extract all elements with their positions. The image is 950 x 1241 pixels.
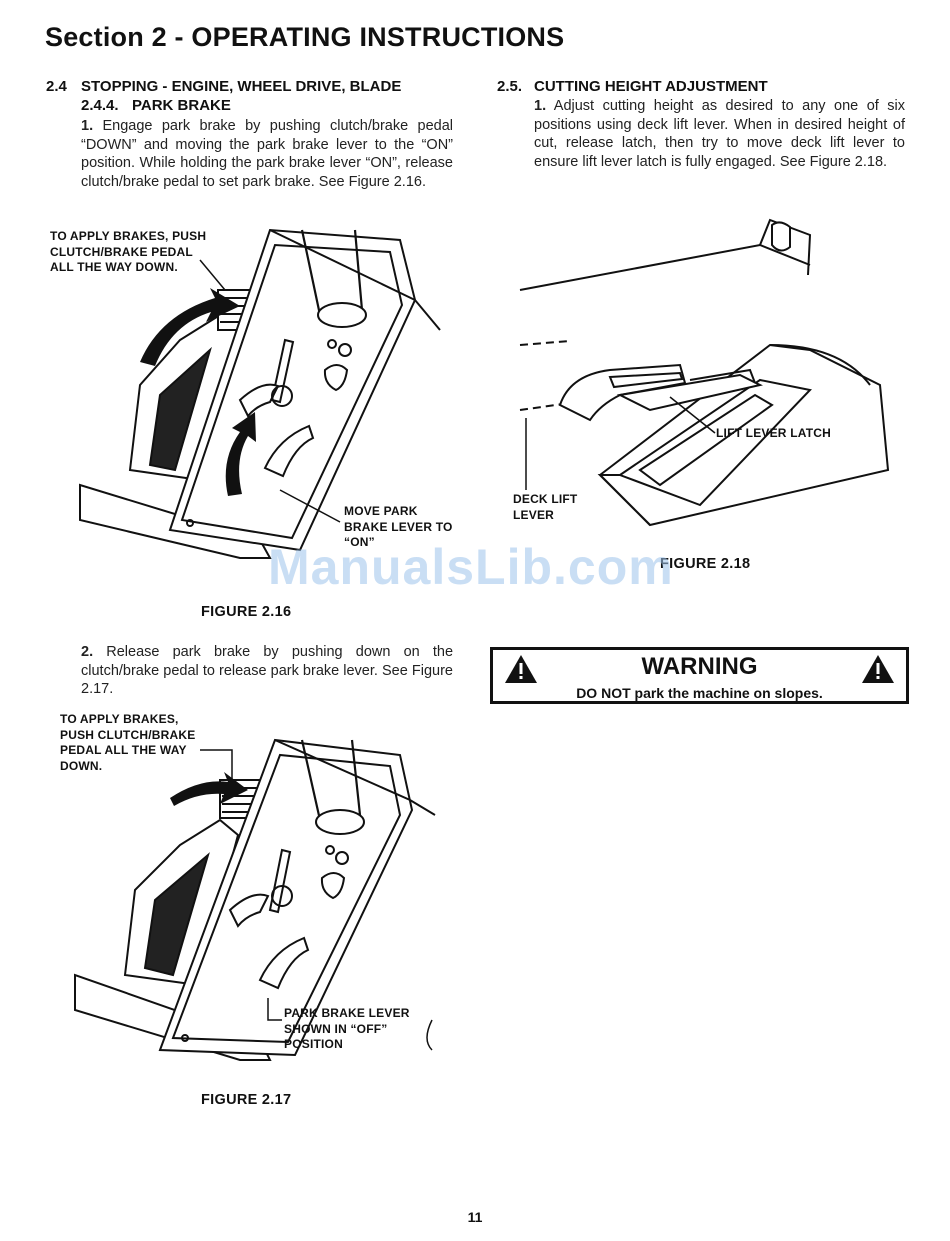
- cutting-height-step-1: 1. Adjust cutting height as desired to a…: [534, 97, 905, 171]
- step-text: Release park brake by pushing down on th…: [81, 644, 454, 697]
- callout-line: POSITION: [284, 1037, 343, 1051]
- pedal-tread: [143, 852, 210, 977]
- callout-line: PEDAL ALL THE WAY: [60, 743, 187, 757]
- callout-line: PARK BRAKE LEVER: [284, 1006, 410, 1020]
- callout-line: SHOWN IN “OFF”: [284, 1021, 388, 1036]
- pedal-tread: [148, 346, 212, 472]
- fig16-callout-apply: TO APPLY BRAKES, PUSH CLUTCH/BRAKE PEDAL…: [50, 229, 206, 276]
- fig18-callout-deck-lever: DECK LIFT LEVER: [513, 492, 577, 523]
- callout-line: CLUTCH/BRAKE PEDAL: [50, 244, 193, 259]
- fig17-callout-apply: TO APPLY BRAKES, PUSH CLUTCH/BRAKE PEDAL…: [60, 712, 195, 774]
- figure-2-17-caption: FIGURE 2.17: [201, 1092, 292, 1108]
- subheading-number: 2.4.4.: [81, 97, 119, 114]
- warning-box: WARNING DO NOT park the machine on slope…: [490, 647, 909, 704]
- deck-lift-lever: [558, 363, 687, 422]
- warning-text: DO NOT park the machine on slopes.: [576, 685, 823, 701]
- callout-line: DOWN.: [60, 758, 103, 773]
- heading-number: 2.5.: [497, 78, 523, 95]
- lever-arrow: [225, 412, 256, 496]
- heading-number: 2.4: [46, 78, 67, 95]
- step-text: Adjust cutting height as desired to any …: [534, 98, 905, 170]
- figure-2-16-caption: FIGURE 2.16: [201, 604, 292, 620]
- watermark: ManualsLib.com: [268, 539, 674, 595]
- page-number: 11: [467, 1209, 483, 1225]
- step-number: 2.: [81, 644, 94, 660]
- park-brake-step-1: 1. Engage park brake by pushing clutch/b…: [81, 117, 453, 191]
- warning-triangle-icon: [862, 655, 894, 683]
- push-arrow: [170, 772, 248, 806]
- console-inner: [180, 243, 404, 540]
- figure-2-16-illustration: [79, 228, 441, 559]
- figure-2-18-illustration: [519, 218, 890, 527]
- callout-line: BRAKE LEVER TO: [344, 519, 453, 534]
- heading-text: STOPPING - ENGINE, WHEEL DRIVE, BLADE: [81, 78, 402, 95]
- step-text: Engage park brake by pushing clutch/brak…: [81, 118, 454, 190]
- push-arrow: [140, 288, 240, 366]
- callout-line: PUSH CLUTCH/BRAKE: [60, 727, 196, 742]
- heading-2-4: 2.4 STOPPING - ENGINE, WHEEL DRIVE, BLADE: [46, 78, 401, 95]
- frame-top: [519, 243, 811, 291]
- figure-2-18-caption: FIGURE 2.18: [660, 556, 751, 572]
- fig16-callout-move: MOVE PARK BRAKE LEVER TO “ON”: [344, 504, 453, 551]
- step-number: 1.: [81, 118, 94, 134]
- section-title: Section 2 - OPERATING INSTRUCTIONS: [45, 22, 565, 52]
- park-brake-step-2: 2. Release park brake by pushing down on…: [81, 643, 453, 699]
- warning-title: WARNING: [641, 653, 758, 680]
- callout-line: LEVER: [513, 507, 555, 522]
- warning-triangle-icon: [505, 655, 537, 683]
- callout-line: TO APPLY BRAKES,: [60, 712, 179, 726]
- callout-line: ALL THE WAY DOWN.: [50, 260, 178, 274]
- heading-2-5: 2.5. CUTTING HEIGHT ADJUSTMENT: [497, 78, 768, 95]
- subheading-2-4-4: 2.4.4. PARK BRAKE: [81, 97, 231, 114]
- fig18-callout-latch: LIFT LEVER LATCH: [716, 426, 831, 440]
- figure-2-17-illustration: [74, 738, 436, 1061]
- callout-line: “ON”: [344, 535, 375, 549]
- callout-line: TO APPLY BRAKES, PUSH: [50, 229, 207, 243]
- step-number: 1.: [534, 98, 547, 114]
- fig17-callout-off: PARK BRAKE LEVER SHOWN IN “OFF” POSITION: [284, 1006, 410, 1053]
- callout-line: DECK LIFT: [513, 492, 578, 506]
- callout-line: MOVE PARK: [344, 504, 418, 518]
- heading-text: CUTTING HEIGHT ADJUSTMENT: [534, 78, 768, 95]
- subheading-text: PARK BRAKE: [132, 97, 231, 114]
